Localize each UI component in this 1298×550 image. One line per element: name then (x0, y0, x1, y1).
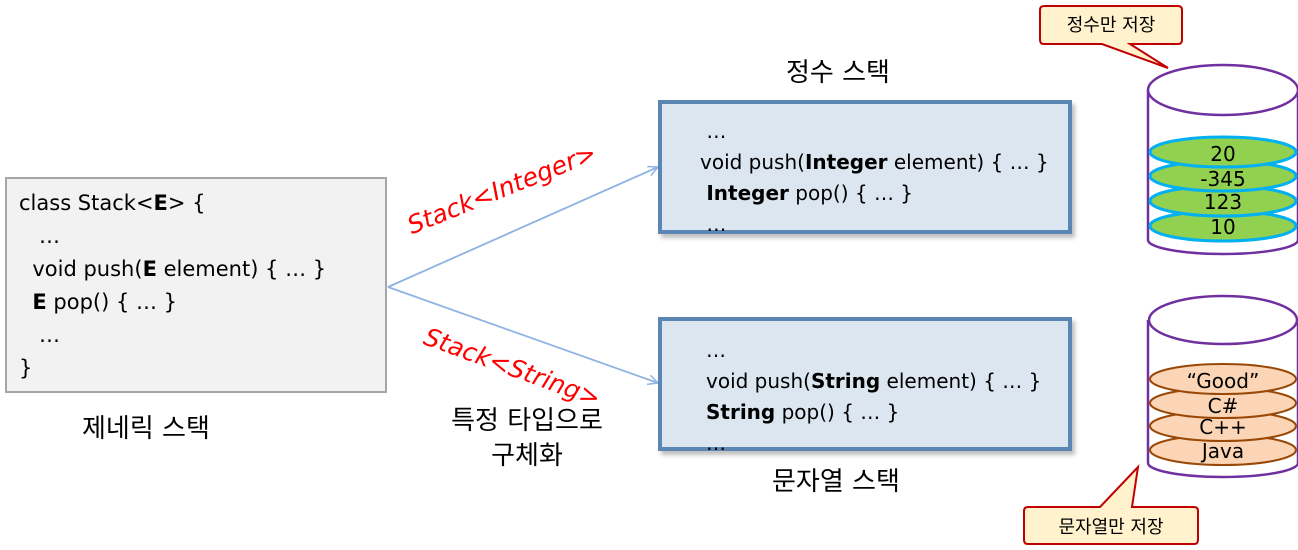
integer-code: … void push(Integer element) { … } Integ… (700, 119, 1049, 236)
string-disk-csharp: C# (1149, 387, 1297, 419)
generic-stack-box: class Stack<E> { … void push(E element) … (5, 177, 387, 393)
string-stack-box: … void push(String element) { … } String… (658, 317, 1072, 455)
svg-text:123: 123 (1204, 190, 1242, 214)
integer-cylinder (1146, 63, 1298, 256)
string-disk-java: Java (1149, 434, 1297, 466)
string-stack-title: 문자열 스택 (772, 467, 900, 497)
arrow-to-string-stack (387, 286, 658, 383)
generic-code: class Stack<E> { … void push(E element) … (19, 191, 327, 380)
integer-stack-box: … void push(Integer element) { … } Integ… (658, 100, 1072, 236)
integer-stack-title: 정수 스택 (786, 58, 890, 88)
string-code: … void push(String element) { … } String… (706, 338, 1042, 455)
string-callout-text: 문자열만 저장 (1058, 517, 1163, 538)
integer-disk-minus345: -345 (1148, 159, 1298, 193)
specialization-caption: 특정 타입으로 구체화 (451, 406, 603, 471)
string-storage-graphic: Java C++ C# “Good” 문자열만 저장 (1023, 294, 1298, 545)
svg-text:C#: C# (1208, 394, 1239, 418)
integer-callout-bubble: 정수만 저장 (1039, 5, 1183, 69)
integer-callout-text: 정수만 저장 (1067, 15, 1156, 36)
string-cylinder (1146, 294, 1298, 479)
svg-text:“Good”: “Good” (1187, 369, 1260, 393)
integer-storage-graphic: 정수만 저장 10 123 -345 20 (1039, 5, 1298, 256)
integer-disk-20: 20 (1148, 135, 1298, 169)
svg-text:-345: -345 (1200, 167, 1245, 191)
arrow-to-integer-stack (387, 167, 658, 288)
generic-stack-caption: 제네릭 스택 (82, 414, 210, 444)
integer-disk-123: 123 (1148, 184, 1298, 218)
svg-text:20: 20 (1210, 142, 1235, 166)
svg-text:Java: Java (1200, 439, 1244, 463)
string-callout-bubble: 문자열만 저장 (1023, 464, 1199, 545)
svg-text:10: 10 (1210, 215, 1235, 239)
string-disk-good: “Good” (1149, 363, 1297, 395)
